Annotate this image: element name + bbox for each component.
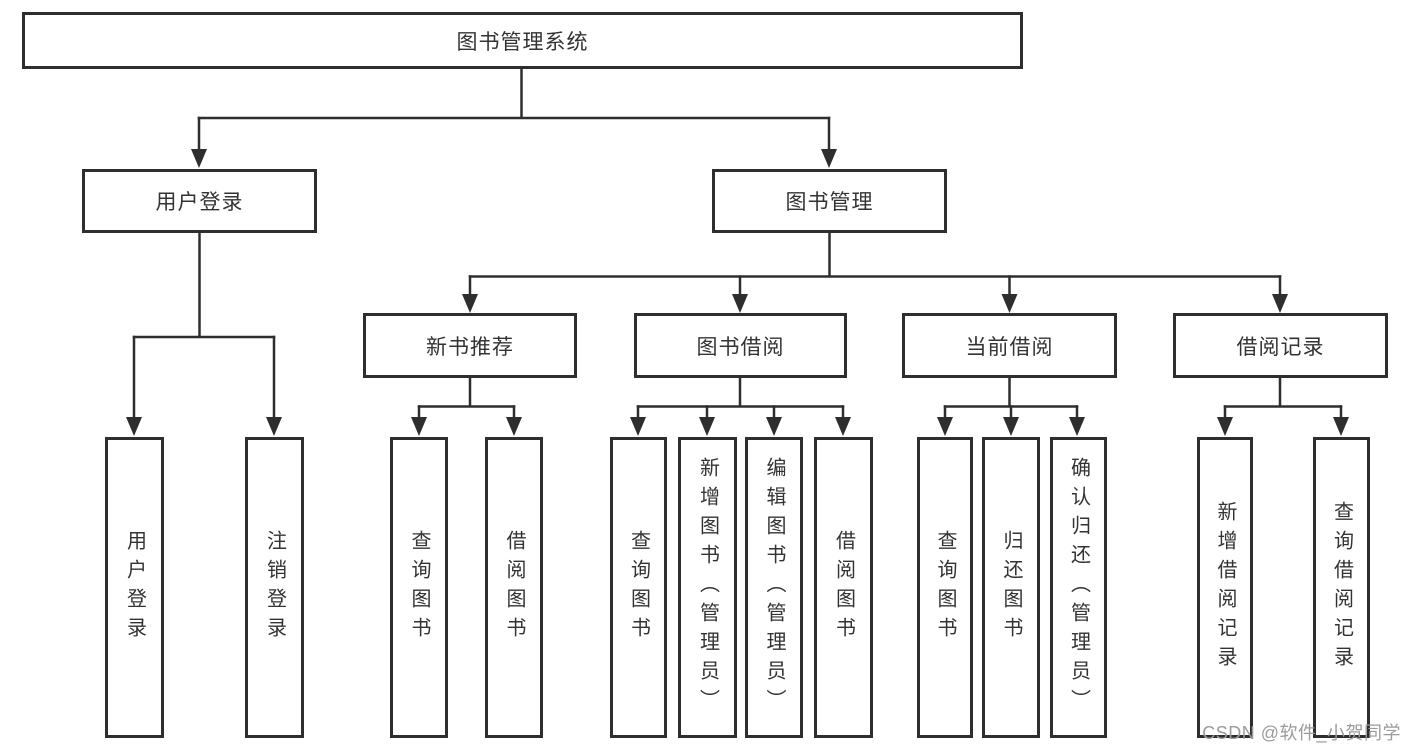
node-current-borrowing: 当前借阅 (902, 313, 1117, 378)
leaf-label: 确认归还（管理员） (1067, 457, 1090, 718)
leaf-return-books: 归还图书 (982, 437, 1040, 738)
leaf-label: 新增借阅记录 (1214, 500, 1236, 675)
leaf-borrow-books: 借阅图书 (814, 437, 873, 738)
leaf-query-books-current: 查询图书 (917, 437, 973, 738)
leaf-label: 新增图书（管理员） (696, 457, 719, 718)
leaf-add-borrow-record: 新增借阅记录 (1197, 437, 1253, 738)
leaf-label: 查询图书 (934, 529, 956, 646)
leaf-query-borrow-record: 查询借阅记录 (1313, 437, 1370, 738)
leaf-query-books-borrowing: 查询图书 (610, 437, 667, 738)
leaf-label: 借阅图书 (832, 529, 855, 646)
node-new-book-recommend: 新书推荐 (363, 313, 577, 378)
leaf-label: 用户登录 (123, 529, 146, 646)
leaf-query-books-recommend: 查询图书 (390, 437, 448, 738)
node-borrowing-records: 借阅记录 (1173, 313, 1388, 378)
leaf-label: 查询图书 (408, 529, 430, 646)
leaf-add-books-admin: 新增图书（管理员） (678, 437, 737, 738)
leaf-label: 编辑图书（管理员） (763, 457, 785, 718)
leaf-label: 注销登录 (263, 529, 286, 646)
node-book-management-branch: 图书管理 (712, 169, 947, 233)
leaf-borrow-books-recommend: 借阅图书 (485, 437, 543, 738)
leaf-logout: 注销登录 (245, 437, 304, 738)
leaf-edit-books-admin: 编辑图书（管理员） (745, 437, 803, 738)
leaf-label: 查询借阅记录 (1330, 500, 1353, 675)
node-user-login-branch: 用户登录 (82, 169, 317, 233)
node-root-library-system: 图书管理系统 (22, 12, 1023, 69)
leaf-confirm-return-admin: 确认归还（管理员） (1050, 437, 1107, 738)
csdn-watermark: CSDN @软件_小贺同学 (1202, 723, 1401, 743)
node-book-borrowing: 图书借阅 (634, 313, 847, 378)
leaf-user-login: 用户登录 (105, 437, 164, 738)
leaf-label: 归还图书 (1000, 529, 1022, 646)
leaf-label: 查询图书 (627, 529, 650, 646)
leaf-label: 借阅图书 (503, 529, 525, 646)
